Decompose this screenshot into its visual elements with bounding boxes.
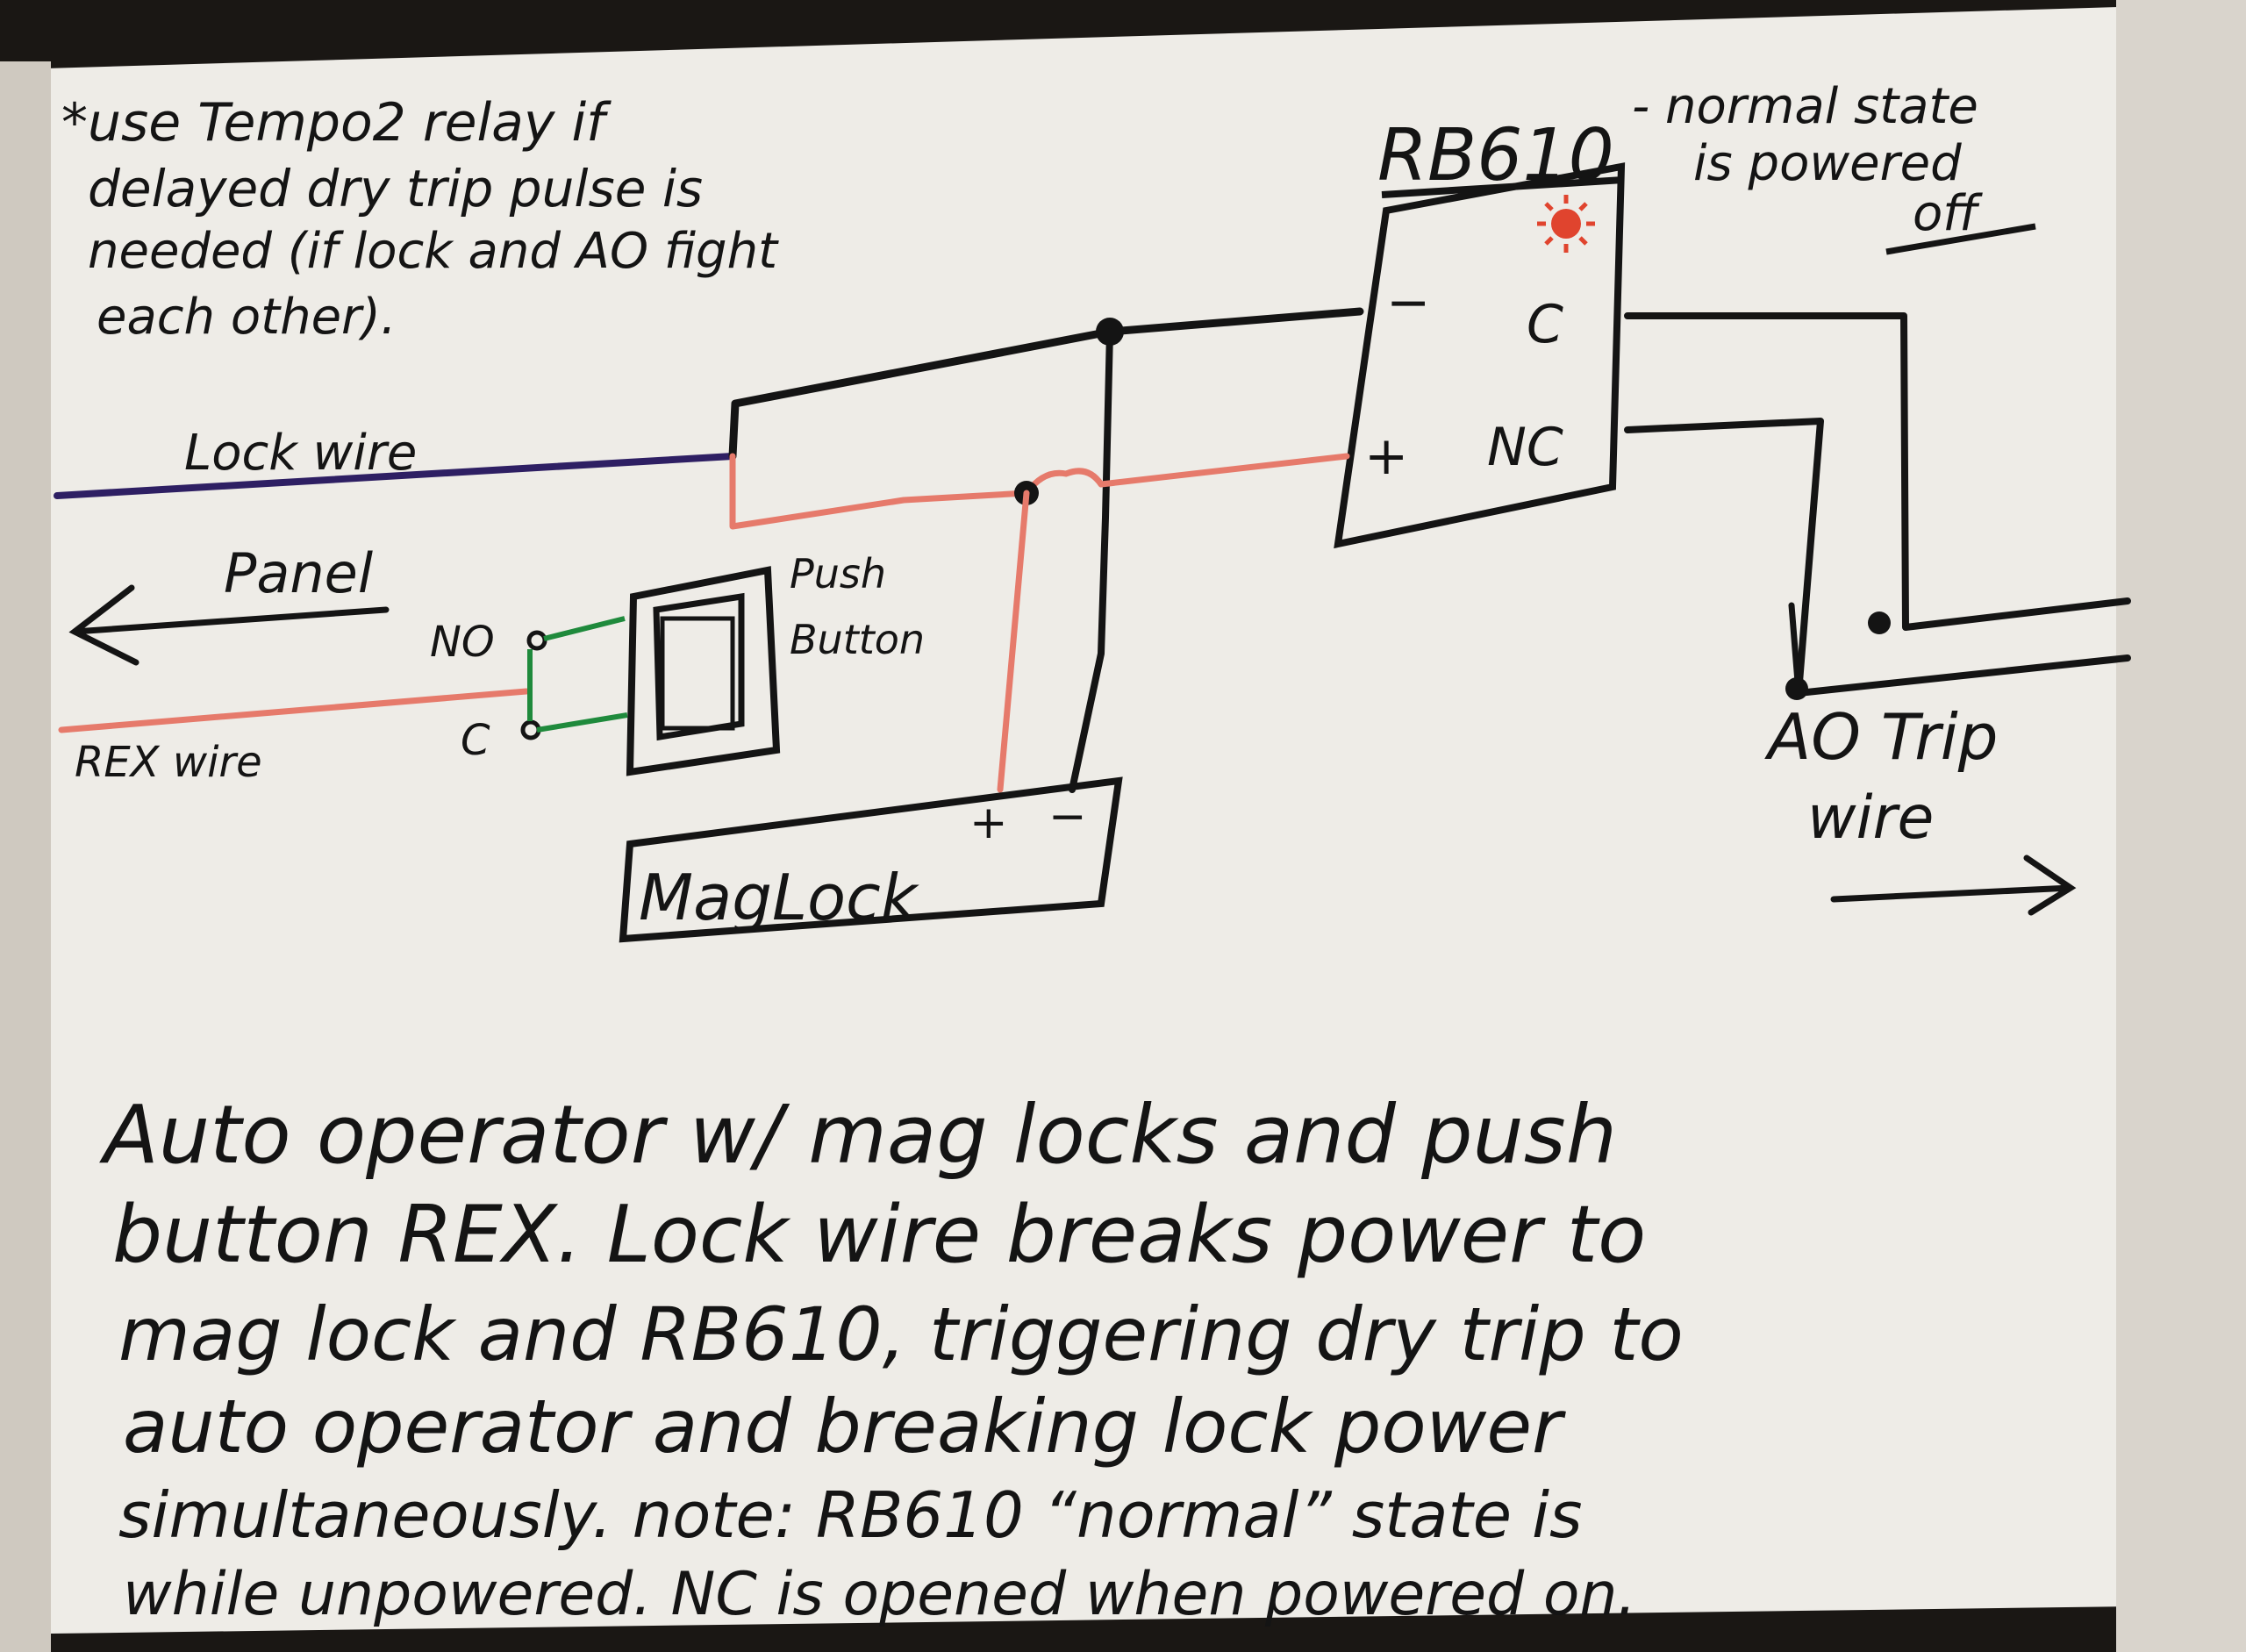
description-line-5: simultaneously. note: RB610 “normal” sta… (118, 1478, 1582, 1552)
maglock-minus: − (1048, 790, 1087, 843)
note-line-4: each other). (97, 289, 397, 346)
relay-minus-terminal: − (1386, 272, 1430, 333)
wiring (54, 307, 2131, 793)
relay-c-output (1624, 312, 2131, 631)
relay-nc-terminal: NC (1487, 417, 1563, 478)
description-line-6: while unpowered. NC is opened when power… (123, 1560, 1636, 1629)
rex-wire-label: REX wire (75, 738, 262, 787)
description-line-3: mag lock and RB610, triggering dry trip … (118, 1291, 1684, 1377)
rex-wire-line (58, 688, 530, 733)
relay-indicator-led (1551, 209, 1581, 239)
panel-label: Panel (224, 541, 373, 605)
description-text: Auto operator w/ mag locks and push butt… (99, 1088, 1684, 1629)
relay-state-note-3: off (1913, 185, 1983, 242)
ao-trip-label-1: AO Trip (1764, 700, 1999, 774)
note-line-2: delayed dry trip pulse is (88, 159, 703, 218)
push-button-no-label: NO (430, 618, 495, 667)
push-button-inner (653, 592, 745, 741)
relay-c-terminal: C (1527, 294, 1563, 355)
relay-state-note-1: - normal state (1632, 78, 1978, 135)
lock-wire-label: Lock wire (184, 425, 417, 482)
description-line-4: auto operator and breaking lock power (123, 1384, 1566, 1470)
description-line-2: button REX. Lock wire breaks power to (112, 1189, 1646, 1281)
ao-trip-arrow (1830, 855, 2077, 916)
relay-state-note-2: is powered (1693, 135, 1962, 192)
wire-labels: Lock wire Panel REX wire AO Trip wire (68, 425, 2077, 916)
note-line-3: needed (if lock and AO fight (88, 223, 779, 280)
push-button-label-2: Button (790, 616, 925, 663)
whiteboard-surface (46, 7, 2202, 1634)
maglock: MagLock + − (619, 776, 1123, 943)
note-line-1: *use Tempo2 relay if (61, 92, 612, 154)
push-button-c-label: C (461, 716, 490, 765)
push-button-label-1: Push (790, 550, 886, 597)
ao-trip-label-2: wire (1807, 783, 1934, 853)
relay-plus-terminal: + (1364, 426, 1408, 487)
negative-bus-wire (1069, 328, 1113, 793)
push-button-outer (626, 566, 781, 776)
relay-nc-output (1624, 418, 2131, 697)
tempo2-note: *use Tempo2 relay if delayed dry trip pu… (61, 92, 779, 346)
lock-power-black-wire (728, 307, 1364, 461)
description-line-1: Auto operator w/ mag locks and push (99, 1088, 1617, 1182)
maglock-box (619, 776, 1123, 943)
rb610-relay: RB610 - normal state is powered off − + … (1334, 78, 2036, 549)
relay-box (1334, 162, 1626, 549)
maglock-plus-wire (997, 490, 1030, 793)
push-button: Push Button NO C (430, 550, 925, 776)
push-button-contacts (527, 616, 628, 733)
maglock-label: MagLock (639, 861, 920, 934)
panel-arrow (68, 584, 390, 666)
maglock-plus: + (969, 797, 1008, 849)
lock-wire-line (54, 453, 736, 499)
